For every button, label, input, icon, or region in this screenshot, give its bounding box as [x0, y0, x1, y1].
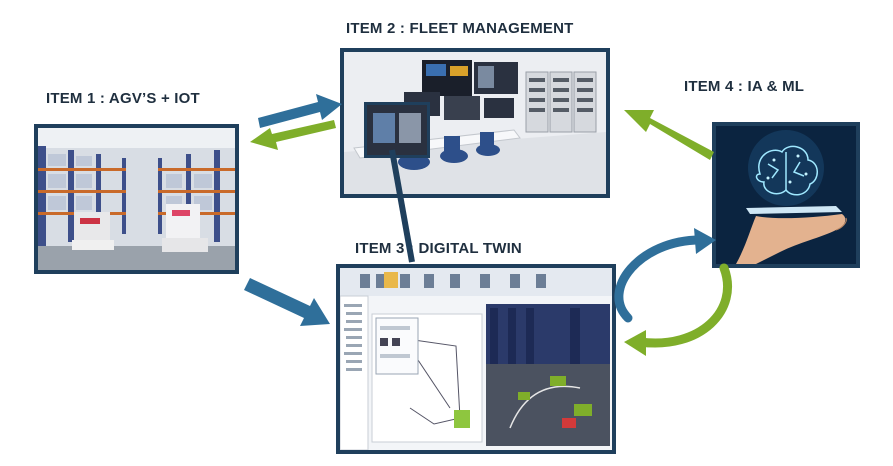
- cycle-arrow-green-head: [624, 330, 646, 356]
- agv-warehouse-image: [34, 124, 239, 274]
- item-2-title: ITEM 2 : FLEET MANAGEMENT: [346, 20, 574, 37]
- arrow-agv-to-twin: [244, 278, 330, 326]
- agv-robot-right: [162, 204, 208, 252]
- item-4-title: ITEM 4 : IA & ML: [684, 78, 805, 95]
- software-screenshot: [340, 268, 612, 450]
- fleet-management-image: [340, 48, 610, 198]
- digital-twin-image: [336, 264, 616, 454]
- brain-icon: [755, 145, 818, 196]
- warehouse-illustration: [38, 128, 235, 270]
- arrow-agv-to-fleet: [258, 94, 342, 128]
- cycle-arrow-green: [635, 263, 733, 348]
- arrow-fleet-to-agv: [250, 120, 336, 150]
- ai-ml-image: [712, 122, 860, 268]
- agv-robot-left: [72, 212, 114, 250]
- cycle-arrow-blue: [614, 235, 705, 323]
- hand-shape: [736, 214, 846, 264]
- highlighted-monitor-frame: [364, 102, 430, 158]
- item-1-title: ITEM 1 : AGV’S + IOT: [46, 90, 200, 107]
- ai-brain-illustration: [716, 126, 856, 264]
- arrow-ai-to-fleet: [624, 110, 714, 160]
- item-3-title: ITEM 3 : DIGITAL TWIN: [355, 240, 522, 257]
